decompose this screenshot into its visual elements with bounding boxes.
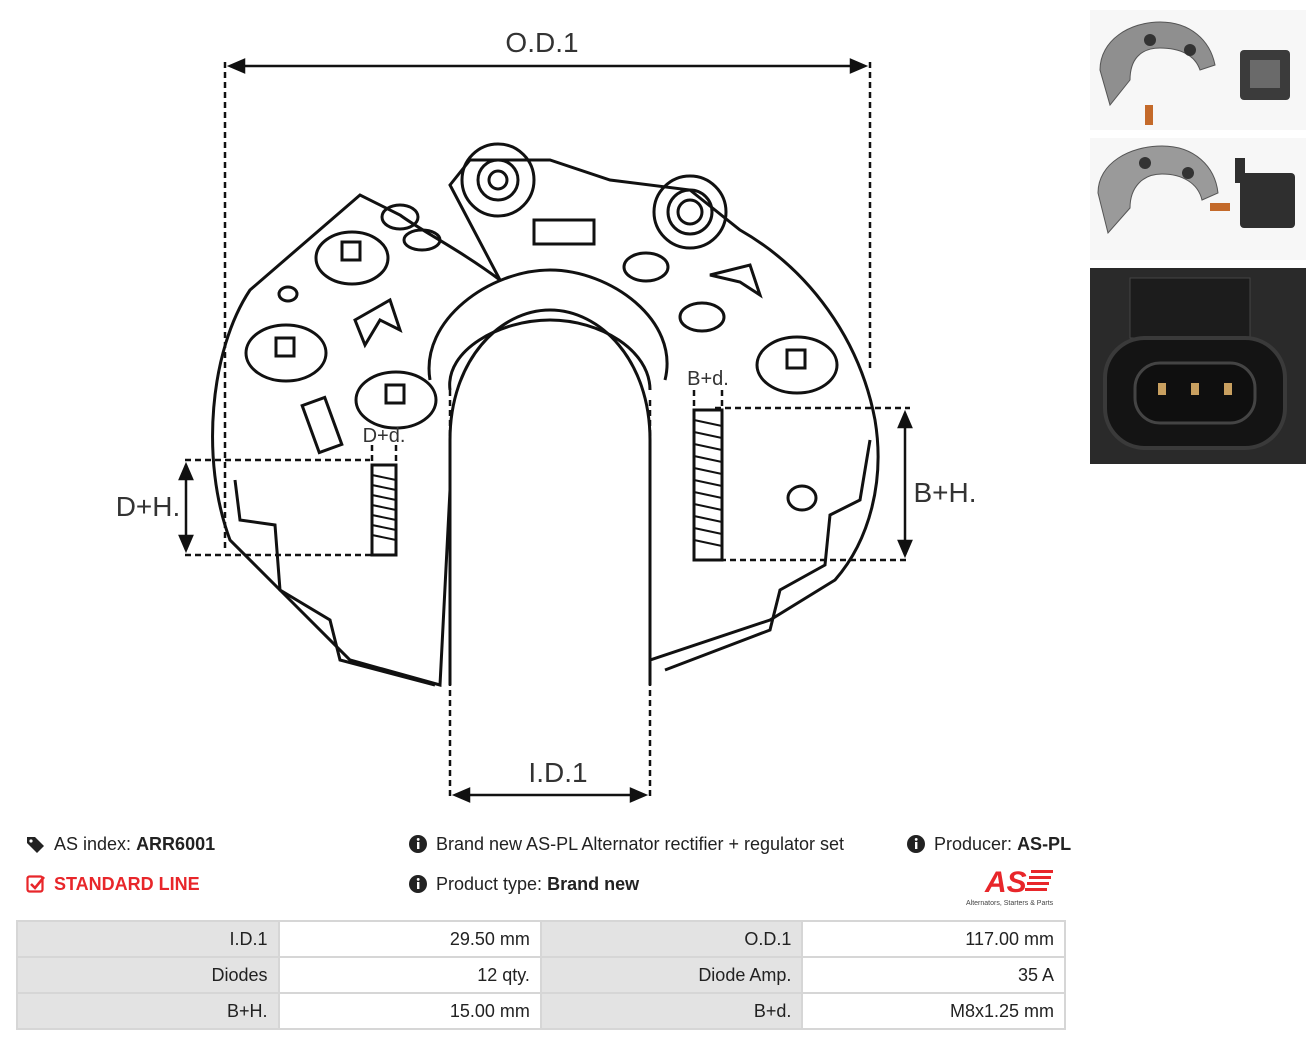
id-label: I.D.1 (528, 757, 587, 788)
spec-label: O.D.1 (539, 920, 804, 958)
logo-tagline: Alternators, Starters & Parts (966, 900, 1054, 907)
product-photo-1 (1099, 21, 1290, 125)
spec-value: 35 A (801, 956, 1066, 994)
tags-icon (27, 837, 44, 853)
spec-label: B+H. (16, 992, 280, 1030)
product-description: Brand new AS-PL Alternator rectifier + r… (408, 832, 844, 856)
info-circle-icon (409, 875, 427, 893)
product-photo-thumbnail[interactable] (1090, 10, 1306, 130)
spec-label: B+d. (539, 992, 804, 1030)
check-square-icon (26, 875, 46, 893)
specs-table: I.D.1 29.50 mm O.D.1 117.00 mm Diodes 12… (16, 920, 1066, 1030)
spec-value: M8x1.25 mm (801, 992, 1066, 1030)
spec-label: Diodes (16, 956, 280, 994)
od-label: O.D.1 (505, 27, 578, 58)
product-thumbnails (1090, 10, 1306, 472)
spec-value: 29.50 mm (277, 920, 542, 958)
rectifier-drawing-svg: O.D.1 I.D.1 D+H. D+d. B+H. B+d. (116, 27, 977, 803)
svg-text:AS: AS (984, 866, 1027, 899)
product-type-label: Product type: (436, 874, 543, 894)
producer: Producer: AS-PL (906, 832, 1071, 856)
info-circle-icon (409, 835, 427, 853)
as-logo-mark: AS Alternators, Starters & Parts (966, 866, 1054, 907)
as-index: AS index: ARR6001 (26, 832, 215, 856)
product-photo-thumbnail[interactable] (1090, 138, 1306, 260)
standard-line-label: STANDARD LINE (54, 874, 200, 894)
spec-value: 117.00 mm (801, 920, 1066, 958)
product-type: Product type: Brand new (408, 872, 639, 896)
dh-label: D+H. (116, 491, 181, 522)
description-text: Brand new AS-PL Alternator rectifier + r… (436, 834, 845, 854)
spec-label: I.D.1 (16, 920, 280, 958)
producer-value: AS-PL (1017, 834, 1072, 854)
as-index-label: AS index: (54, 834, 132, 854)
connector-closeup-photo[interactable] (1090, 268, 1306, 464)
table-row: B+H. 15.00 mm B+d. M8x1.25 mm (16, 992, 1066, 1030)
standard-line-badge: STANDARD LINE (26, 872, 200, 896)
as-index-value: ARR6001 (136, 834, 216, 854)
bd-label: B+d. (687, 368, 729, 390)
technical-drawing: O.D.1 I.D.1 D+H. D+d. B+H. B+d. (90, 20, 990, 810)
dd-label: D+d. (363, 425, 406, 447)
product-photo-3 (1090, 268, 1306, 464)
spec-value: 15.00 mm (277, 992, 542, 1030)
producer-label: Producer: (934, 834, 1013, 854)
spec-label: Diode Amp. (539, 956, 804, 994)
table-row: Diodes 12 qty. Diode Amp. 35 A (16, 956, 1066, 994)
product-photo-2 (1097, 145, 1295, 235)
spec-value: 12 qty. (277, 956, 542, 994)
as-pl-logo: AS Alternators, Starters & Parts (965, 864, 1067, 908)
bh-label: B+H. (913, 477, 976, 508)
table-row: I.D.1 29.50 mm O.D.1 117.00 mm (16, 920, 1066, 958)
info-circle-icon (907, 835, 925, 853)
product-type-value: Brand new (547, 874, 640, 894)
